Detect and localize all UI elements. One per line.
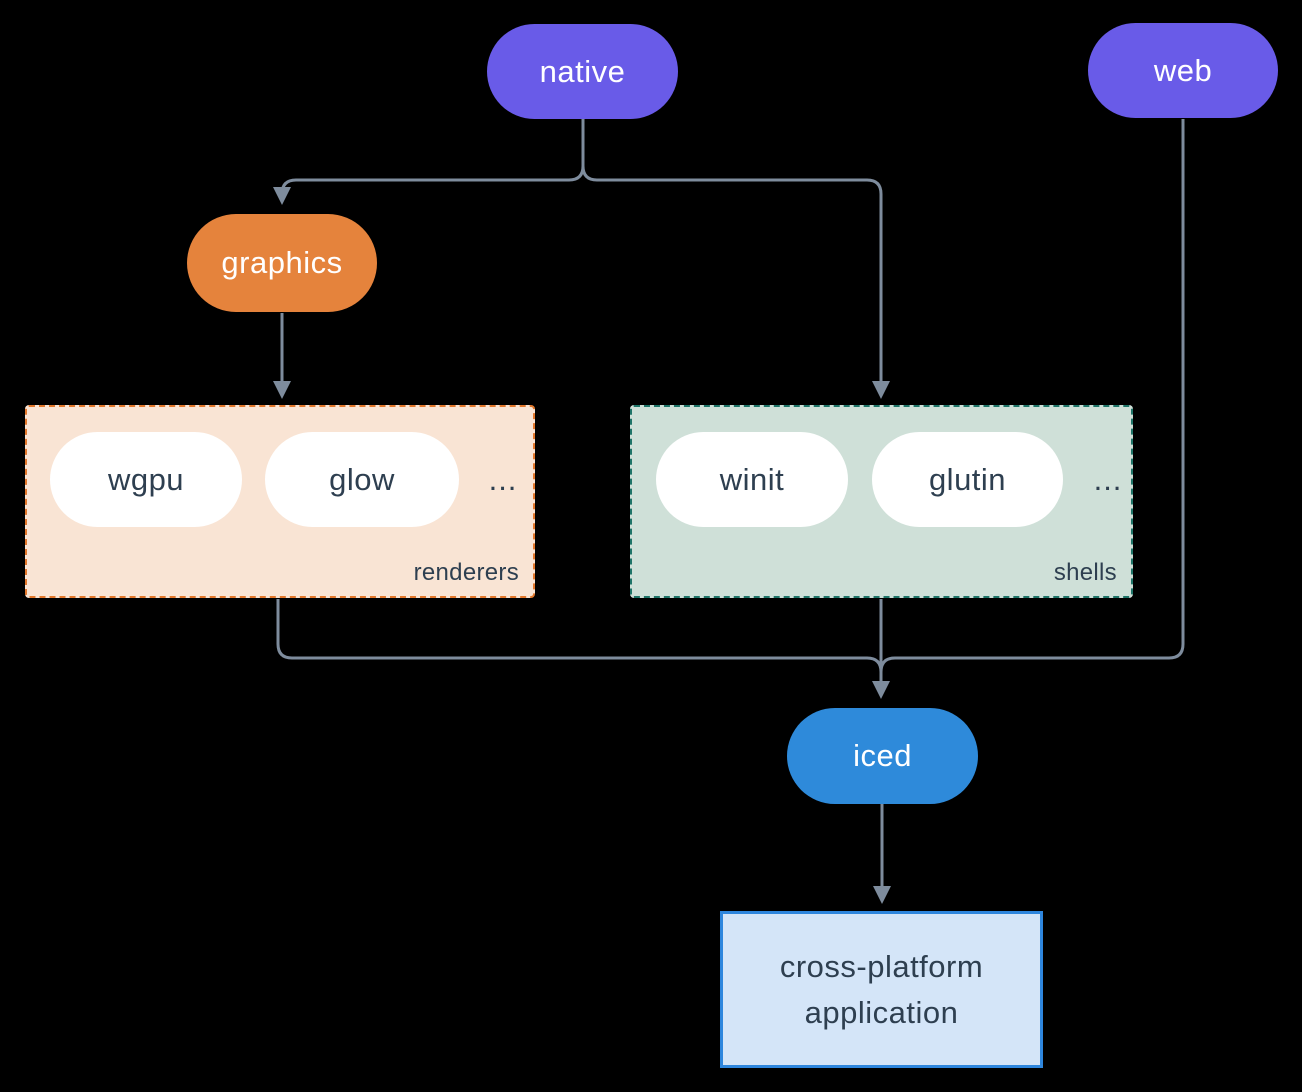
- renderers-ellipsis: ...: [488, 461, 518, 497]
- group-renderers: wgpu glow ... renderers: [25, 405, 535, 598]
- renderers-group-label: renderers: [413, 559, 519, 586]
- node-winit-label: winit: [719, 461, 785, 497]
- node-graphics-label: graphics: [221, 245, 343, 280]
- node-iced: iced: [787, 708, 978, 804]
- node-iced-label: iced: [853, 738, 912, 773]
- connector-native-to-graphics: [273, 119, 585, 205]
- node-application: cross-platform application: [720, 911, 1043, 1068]
- node-glow: glow: [265, 432, 459, 527]
- node-glow-label: glow: [329, 461, 395, 497]
- node-glutin: glutin: [872, 432, 1063, 527]
- node-web: web: [1088, 23, 1278, 118]
- node-application-label-line2: application: [804, 994, 959, 1030]
- node-native: native: [487, 24, 678, 119]
- node-application-label-line1: cross-platform: [779, 948, 984, 984]
- node-native-label: native: [539, 53, 626, 89]
- group-shells: winit glutin ... shells: [630, 405, 1133, 598]
- node-winit: winit: [656, 432, 848, 527]
- connector-native-to-shells: [581, 119, 890, 399]
- connector-renderers-to-merge: [276, 599, 883, 673]
- node-glutin-label: glutin: [928, 461, 1007, 497]
- node-graphics: graphics: [187, 214, 377, 312]
- shells-group-label: shells: [1053, 559, 1117, 586]
- node-wgpu: wgpu: [50, 432, 242, 527]
- node-wgpu-label: wgpu: [107, 461, 185, 497]
- shells-ellipsis: ...: [1093, 461, 1123, 497]
- node-web-label: web: [1153, 52, 1213, 88]
